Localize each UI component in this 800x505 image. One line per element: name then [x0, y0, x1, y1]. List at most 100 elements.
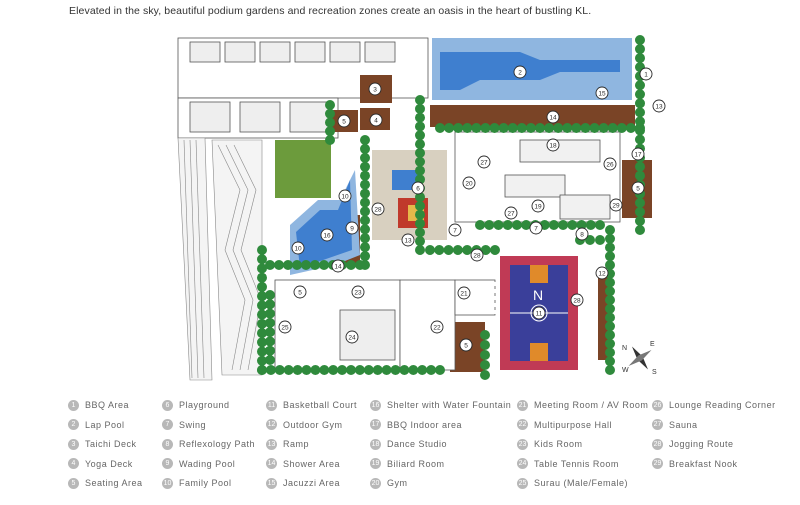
map-marker: 21: [457, 286, 471, 300]
tree: [274, 365, 285, 375]
legend-label: Table Tennis Room: [534, 458, 619, 469]
tree: [360, 197, 370, 208]
tree: [415, 130, 425, 141]
tree: [346, 260, 356, 270]
tree: [360, 143, 370, 154]
tree: [325, 117, 335, 128]
tree: [301, 260, 311, 270]
tree: [415, 95, 425, 105]
tree: [415, 121, 425, 132]
tree: [635, 35, 645, 45]
svg-text:19: 19: [534, 204, 542, 211]
svg-text:4: 4: [374, 118, 378, 125]
legend-number: 11: [266, 399, 277, 411]
legend-number: 26: [652, 399, 663, 411]
svg-text:10: 10: [341, 194, 349, 201]
legend-number: 4: [68, 458, 79, 469]
tree: [605, 242, 615, 253]
tree: [576, 220, 587, 230]
tree: [381, 365, 392, 375]
tree: [605, 330, 615, 340]
tree: [360, 251, 370, 262]
tree: [274, 260, 284, 270]
tree: [257, 291, 267, 302]
legend-number: 8: [162, 438, 173, 450]
legend-label: Breakfast Nook: [669, 458, 738, 469]
legend-number: 1: [68, 399, 79, 411]
svg-text:5: 5: [298, 290, 302, 297]
svg-text:26: 26: [606, 162, 614, 169]
map-marker: 13: [401, 233, 415, 247]
tree: [605, 225, 615, 235]
map-marker: 28: [371, 202, 385, 216]
tree: [399, 365, 410, 375]
tree: [462, 123, 473, 133]
svg-text:20: 20: [465, 181, 473, 188]
legend-label: Seating Area: [85, 478, 143, 488]
tree: [635, 125, 645, 136]
tree: [415, 227, 425, 238]
tree: [363, 365, 374, 375]
tree: [480, 370, 490, 380]
tree: [265, 290, 275, 300]
map-marker: 12: [595, 266, 609, 280]
map-marker: 17: [631, 147, 645, 161]
jogging-route: [375, 254, 496, 376]
tree: [480, 330, 490, 340]
facade-stripes: [177, 137, 263, 381]
tree: [360, 152, 370, 163]
svg-text:14: 14: [334, 264, 342, 271]
legend-number: 29: [652, 458, 663, 469]
map-marker: 5: [459, 338, 473, 352]
tree: [337, 365, 348, 375]
tree: [511, 220, 522, 230]
svg-text:11: 11: [536, 311, 543, 318]
tree: [283, 260, 293, 270]
tree: [484, 220, 495, 230]
legend-number: 27: [652, 419, 663, 430]
tree: [605, 295, 615, 305]
tree: [595, 220, 605, 230]
legend-number: 9: [162, 458, 173, 469]
tree: [292, 365, 303, 375]
compass-e: E: [650, 341, 655, 348]
tree: [605, 286, 615, 297]
tree: [605, 303, 615, 314]
svg-text:16: 16: [323, 233, 331, 240]
svg-text:15: 15: [598, 91, 606, 98]
map-marker: 15: [595, 86, 609, 100]
tree: [257, 263, 267, 274]
tree: [292, 260, 302, 270]
tree: [408, 365, 419, 375]
tree: [507, 123, 518, 133]
tree: [415, 156, 425, 167]
map-marker: 25: [278, 320, 292, 334]
tree: [415, 192, 425, 203]
markers: 1234551415131826175272062919277781328109…: [278, 65, 666, 352]
map-marker: 27: [504, 206, 518, 220]
legend-label: Reflexology Path: [179, 439, 256, 449]
tree: [453, 123, 464, 133]
svg-text:5: 5: [464, 343, 468, 350]
tree: [553, 123, 564, 133]
map-marker: 20: [462, 176, 476, 190]
tree: [635, 53, 645, 64]
legend-label: Yoga Deck: [85, 458, 133, 469]
tree: [490, 245, 500, 255]
map-marker: 26: [603, 157, 617, 171]
legend-label: Lounge Reading Corner: [669, 400, 776, 410]
compass-w: W: [622, 367, 629, 374]
tree: [415, 236, 425, 247]
legend-number: 23: [517, 438, 528, 450]
map-marker: 28: [570, 293, 584, 307]
tree: [390, 365, 401, 375]
legend-label: Multipurpose Hall: [534, 419, 613, 430]
legend-label: Basketball Court: [283, 400, 358, 410]
